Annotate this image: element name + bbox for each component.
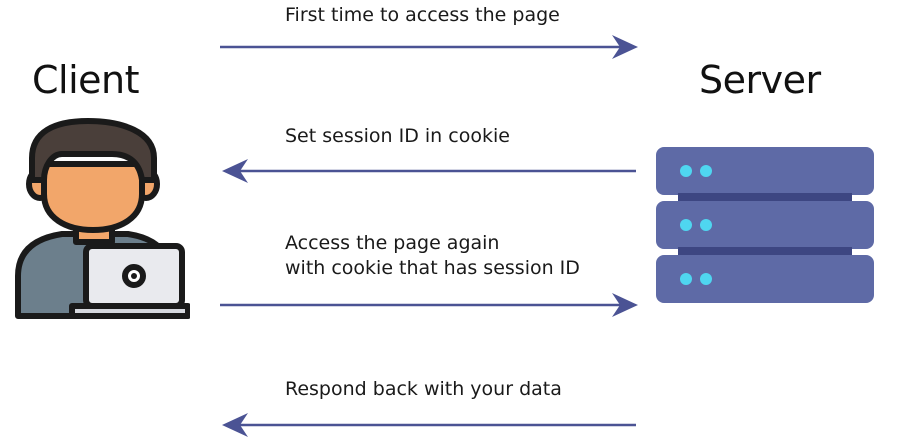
- message-2-line-1: Set session ID in cookie: [285, 125, 510, 147]
- server-rack-icon: [656, 147, 874, 303]
- person-with-laptop-icon: [15, 118, 190, 319]
- message-4-arrow: [222, 413, 636, 437]
- server-title: Server: [699, 58, 821, 102]
- message-4-label: Respond back with your data: [285, 377, 562, 402]
- message-1-label: First time to access the page: [285, 3, 560, 28]
- message-3-label: Access the page again with cookie that h…: [285, 231, 580, 281]
- message-1-line-1: First time to access the page: [285, 4, 560, 26]
- message-1-arrow: [220, 35, 638, 59]
- message-4-line-1: Respond back with your data: [285, 378, 562, 400]
- message-2-label: Set session ID in cookie: [285, 124, 510, 149]
- message-2-arrow: [222, 159, 636, 183]
- message-3-line-2: with cookie that has session ID: [285, 257, 580, 279]
- message-3-arrow: [220, 293, 638, 317]
- client-title: Client: [32, 58, 140, 102]
- message-3-line-1: Access the page again: [285, 232, 500, 254]
